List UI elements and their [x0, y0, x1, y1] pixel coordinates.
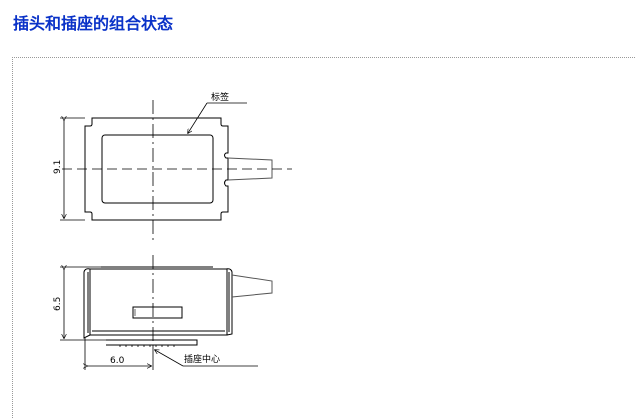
dim-height-top: 9.1: [53, 160, 63, 174]
center-callout: 插座中心: [184, 353, 220, 365]
drawing-frame: [12, 57, 636, 418]
top-view: [60, 100, 292, 240]
dim-height-side: 6.5: [53, 297, 63, 311]
side-view: [60, 255, 273, 370]
connector-drawing: 标签 9.1 6.5 6.0 插座中心: [53, 91, 292, 370]
section-title: 插头和插座的组合状态: [13, 14, 174, 33]
dim-offset: 6.0: [110, 356, 125, 366]
label-callout: 标签: [211, 91, 229, 103]
